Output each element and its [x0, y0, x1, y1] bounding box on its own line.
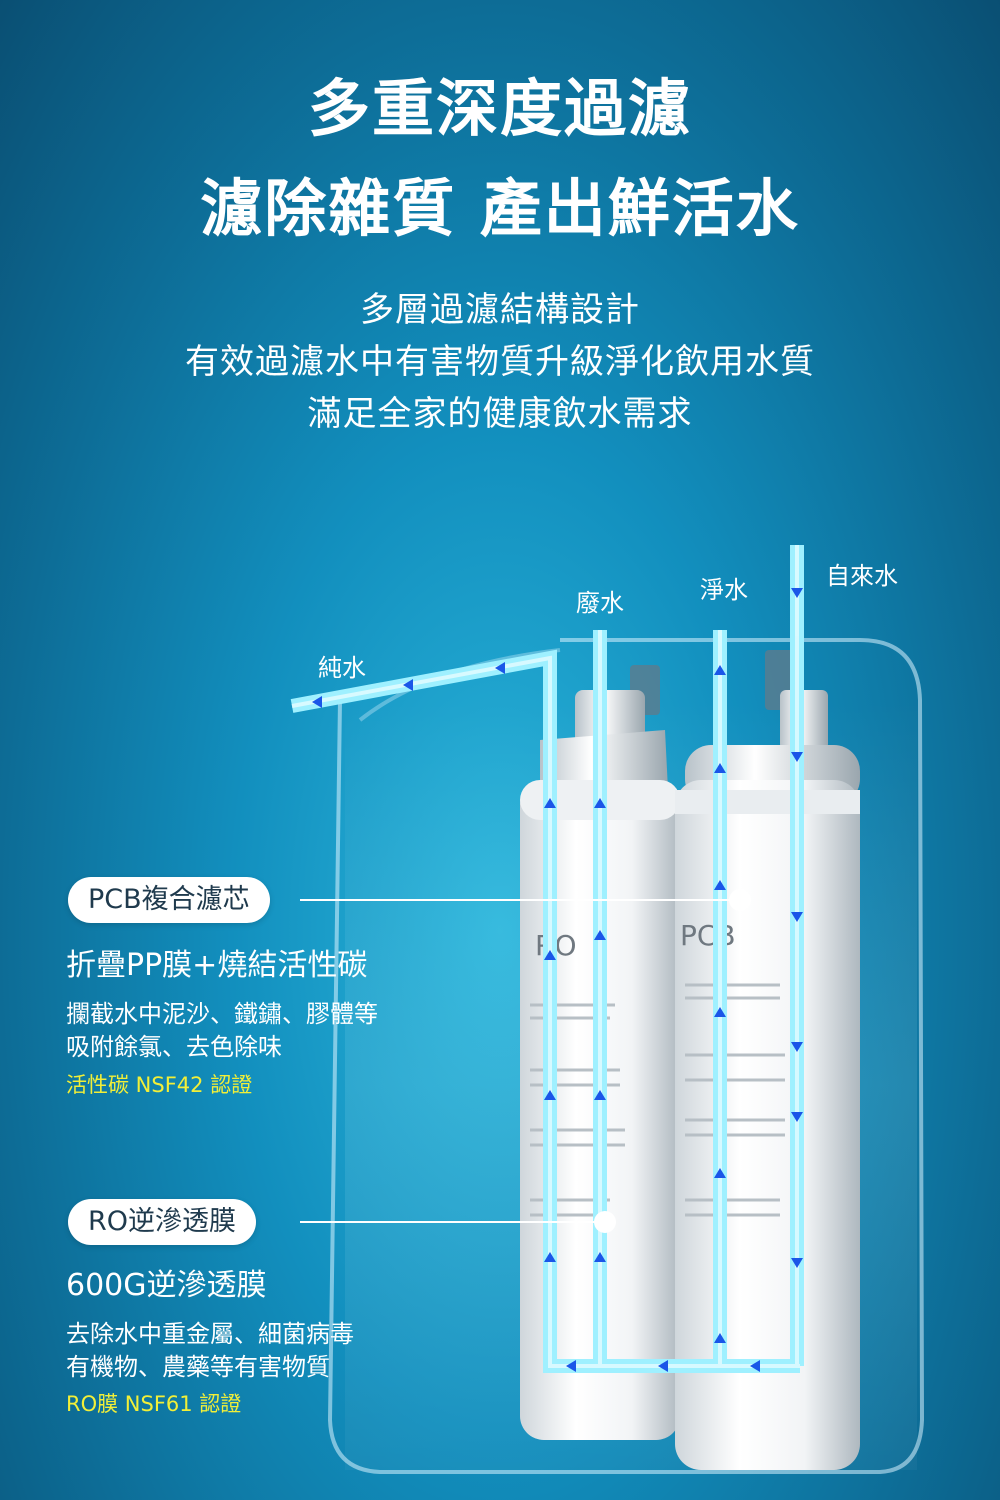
arrow-up-icon — [594, 798, 606, 808]
arrow-up-icon — [594, 1090, 606, 1100]
arrow-up-icon — [714, 665, 726, 675]
pcb-filter-desc-1: 攔截水中泥沙、鐵鏽、膠體等 — [66, 1000, 378, 1028]
pcb-filter-name-badge: PCB複合濾芯 — [68, 877, 270, 923]
arrow-left-icon — [566, 1360, 576, 1372]
ro-filter-name-badge: RO逆滲透膜 — [68, 1199, 257, 1245]
arrow-up-icon — [714, 1333, 726, 1343]
arrow-down-icon — [791, 1258, 803, 1268]
arrow-up-icon — [594, 930, 606, 940]
subtitle-line-3: 滿足全家的健康飲水需求 — [307, 394, 693, 434]
arrow-left-icon — [403, 679, 413, 691]
clean-water-label: 淨水 — [700, 576, 748, 604]
waste-water-label: 廢水 — [576, 589, 624, 617]
pcb-filter-desc-2: 吸附餘氯、去色除味 — [66, 1033, 282, 1061]
headline-line-1: 多重深度過濾 — [307, 72, 692, 145]
ro-filter-desc-1: 去除水中重金屬、細菌病毒 — [66, 1320, 354, 1348]
arrow-down-icon — [791, 912, 803, 922]
subtitle-line-2: 有效過濾水中有害物質升級淨化飲用水質 — [185, 342, 815, 382]
arrow-up-icon — [714, 1168, 726, 1178]
pcb-cartridge-label: PCB — [680, 919, 736, 952]
flow-arrows — [312, 588, 803, 1372]
pcb-filter-title: 折疊PP膜+燒結活性碳 — [66, 948, 368, 983]
ro-callout-dot — [594, 1211, 616, 1233]
ro-filter-title: 600G逆滲透膜 — [66, 1268, 267, 1303]
subtitle-line-1: 多層過濾結構設計 — [360, 290, 640, 330]
ro-filter-cert: RO膜 NSF61 認證 — [66, 1392, 242, 1416]
ro-filter-desc-2: 有機物、農藥等有害物質 — [66, 1353, 330, 1381]
arrow-up-icon — [714, 763, 726, 773]
arrow-left-icon — [750, 1360, 760, 1372]
arrow-down-icon — [791, 752, 803, 762]
arrow-up-icon — [714, 1007, 726, 1017]
arrow-down-icon — [791, 1042, 803, 1052]
arrow-up-icon — [594, 1252, 606, 1262]
arrow-left-icon — [658, 1360, 668, 1372]
tap-water-label: 自來水 — [826, 562, 898, 590]
arrow-up-icon — [544, 798, 556, 808]
pipe-inner-highlight — [291, 545, 800, 1368]
arrow-up-icon — [544, 950, 556, 960]
pure-water-label: 純水 — [318, 654, 366, 682]
arrow-left-icon — [312, 696, 322, 708]
arrow-up-icon — [544, 1252, 556, 1262]
arrow-down-icon — [791, 1112, 803, 1122]
arrow-up-icon — [714, 880, 726, 890]
pcb-filter-cert: 活性碳 NSF42 認證 — [66, 1073, 253, 1097]
arrow-left-icon — [495, 662, 505, 674]
pcb-callout-dot — [729, 889, 751, 911]
headline-line-2: 濾除雜質 產出鮮活水 — [200, 172, 800, 245]
arrow-down-icon — [791, 588, 803, 598]
callout-lines — [300, 899, 740, 1223]
arrow-up-icon — [544, 1090, 556, 1100]
